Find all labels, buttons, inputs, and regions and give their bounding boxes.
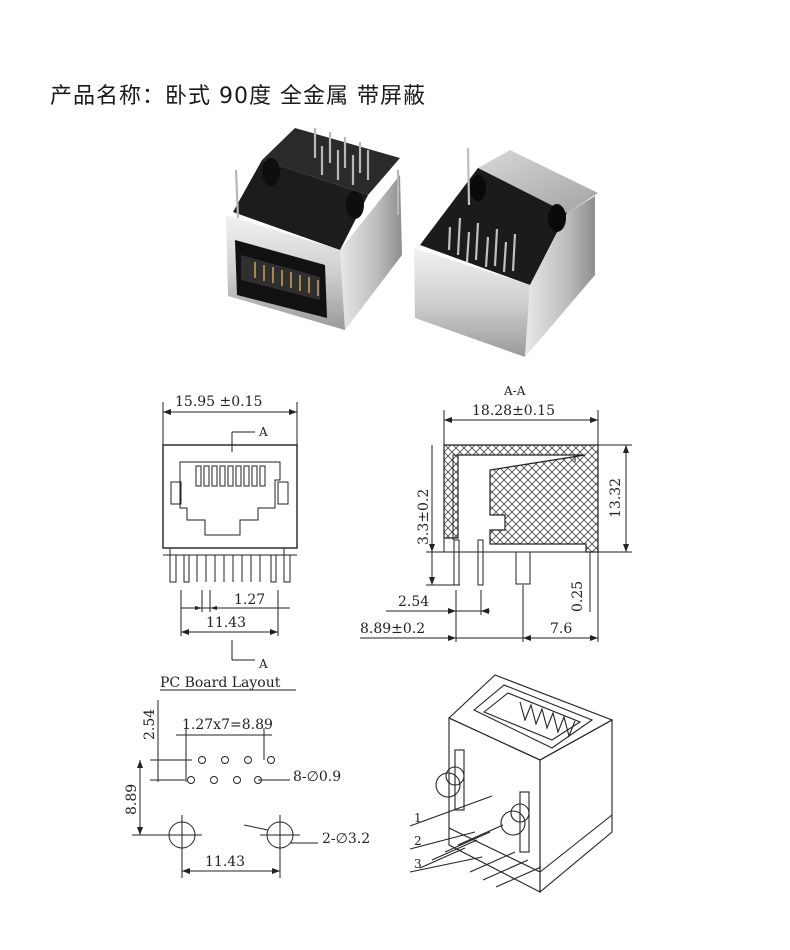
pcb-post-note: 2-∅3.2 xyxy=(322,831,370,847)
pcb-row-offset-dim: 2.54 xyxy=(142,709,158,740)
callout-2: 2 xyxy=(414,834,422,848)
section-view-drawing: A-A 18.28±0.15 13.32 3.3±0.2 xyxy=(360,384,632,642)
section-height-dim: 13.32 xyxy=(608,478,624,518)
section-pin-post-dim: 8.89±0.2 xyxy=(360,621,425,637)
section-post-front-dim: 7.6 xyxy=(550,621,572,637)
pcb-post-span-dim: 11.43 xyxy=(205,854,245,870)
front-width-dim: 15.95 ±0.15 xyxy=(175,394,262,410)
iso-callouts: 1 2 3 xyxy=(414,811,422,871)
front-pitch-dim: 1.27 xyxy=(234,592,265,608)
section-row-dim: 2.54 xyxy=(398,594,429,610)
front-view-drawing: 15.95 ±0.15 A xyxy=(162,394,298,671)
callout-3: 3 xyxy=(414,857,422,871)
section-standoff-dim: 0.25 xyxy=(570,581,586,612)
section-length-dim: 18.28±0.15 xyxy=(472,403,555,419)
section-label: A-A xyxy=(503,384,526,398)
pcb-pitch-dim: 1.27x7=8.89 xyxy=(182,717,273,733)
section-mark-bottom: A xyxy=(258,657,268,671)
product-photo-front xyxy=(226,128,402,330)
product-photo-back xyxy=(414,147,598,357)
isometric-view-drawing xyxy=(409,674,614,894)
front-span-dim: 11.43 xyxy=(206,615,246,631)
callout-1: 1 xyxy=(414,811,422,825)
product-title: 产品名称：卧式 90度 全金属 带屏蔽 xyxy=(50,84,426,109)
section-mark-top: A xyxy=(258,425,268,439)
section-pin-height-dim: 3.3±0.2 xyxy=(416,489,432,545)
pcb-label: PC Board Layout xyxy=(160,675,281,691)
pcb-hole-note: 8-∅0.9 xyxy=(293,769,341,785)
pcb-layout-drawing: PC Board Layout 2.54 1.27x7=8.89 8-∅0.9 xyxy=(124,675,370,878)
pcb-depth-dim: 8.89 xyxy=(124,784,140,815)
